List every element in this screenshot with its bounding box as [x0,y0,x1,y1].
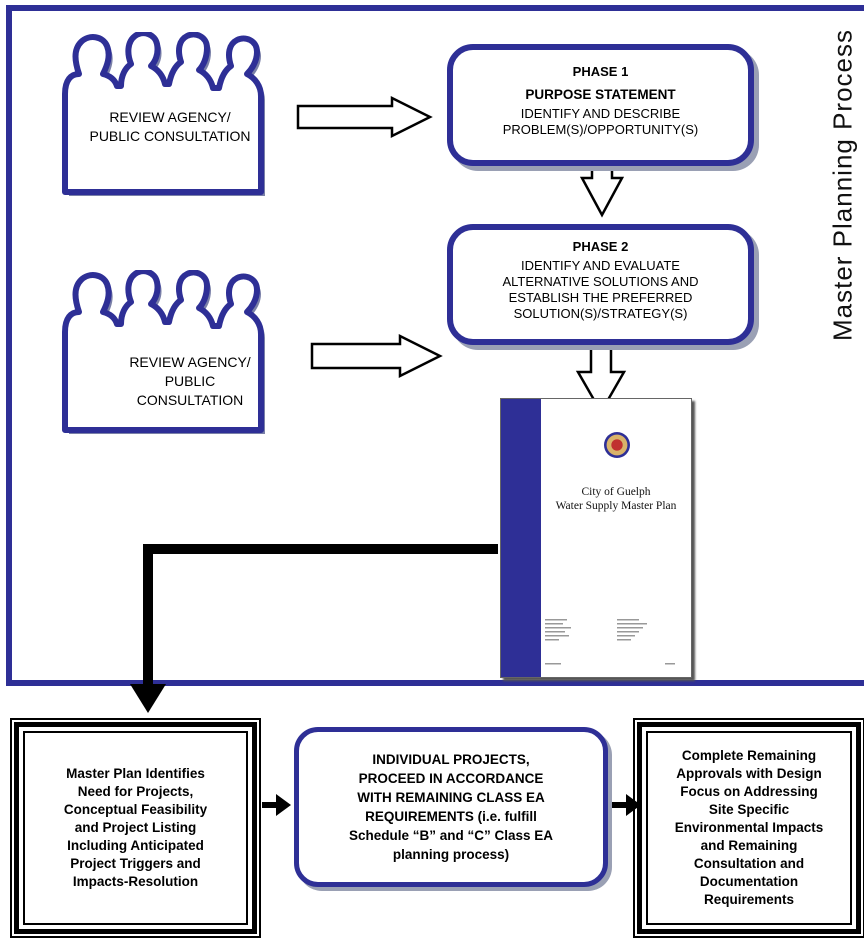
box-left-line-7: Impacts-Resolution [72,874,199,889]
phase-1-line2: PROBLEM(S)/OPPORTUNITY(S) [502,122,699,137]
box-middle-line-4: REQUIREMENTS (i.e. fulfill [365,809,537,824]
phase-2-line2: ALTERNATIVE SOLUTIONS AND [502,274,699,289]
box-middle-line-1: INDIVIDUAL PROJECTS, [372,752,530,767]
arrow-down-2-icon [575,343,627,415]
phase-1-title: PHASE 1 [572,64,629,79]
box-middle-line-6: planning process) [392,847,510,862]
consultation-1-line1: REVIEW AGENCY/ [109,109,231,125]
box-left-line-6: Project Triggers and [70,856,201,871]
box-right-line-5: Environmental Impacts [674,820,824,835]
consultation-2-label: REVIEW AGENCY/ PUBLIC CONSULTATION [100,353,280,410]
individual-projects-text: INDIVIDUAL PROJECTS, PROCEED IN ACCORDANC… [309,732,593,882]
box-left-line-4: and Project Listing [74,820,197,835]
document-title: City of Guelph Water Supply Master Plan [541,485,691,513]
box-right-line-6: and Remaining [700,838,798,853]
crowd-2-icon [62,270,265,434]
arrow-down-1-icon [579,160,625,218]
box-right-line-8: Documentation [699,874,799,889]
consultation-1-line2: PUBLIC CONSULTATION [89,128,251,144]
box-right-line-2: Approvals with Design [676,766,822,781]
box-right-line-9: Requirements [703,892,794,907]
phase-1-subtitle: PURPOSE STATEMENT [525,87,676,102]
consultation-2-line1: REVIEW AGENCY/ [129,354,251,370]
arrow-small-1-icon [262,794,291,816]
phase-2-box: PHASE 2 IDENTIFY AND EVALUATE ALTERNATIV… [447,224,754,345]
phase-1-box: PHASE 1 PURPOSE STATEMENT IDENTIFY AND D… [447,44,754,166]
arrow-right-1-icon [296,95,433,139]
connector-arrowhead-icon [130,684,166,713]
arrow-right-2-icon [310,333,443,379]
box-right-line-7: Consultation and [693,856,805,871]
box-left-line-5: Including Anticipated [67,838,204,853]
master-plan-box-inner [23,731,248,925]
phase-2-title: PHASE 2 [572,239,629,254]
box-left-line-2: Need for Projects, [77,784,194,799]
arrow-small-2-icon [612,794,641,816]
process-frame [6,5,864,686]
master-plan-document: City of Guelph Water Supply Master Plan [500,398,692,678]
document-title-line2: Water Supply Master Plan [555,500,677,512]
phase-2-line1: IDENTIFY AND EVALUATE [521,258,680,273]
box-right-line-1: Complete Remaining [681,748,817,763]
crowd-1-icon [62,32,265,196]
phase-2-line4: SOLUTION(S)/STRATEGY(S) [513,306,688,321]
city-seal-icon [604,432,630,458]
box-left-line-1: Master Plan Identifies [66,766,205,781]
phase-2-line3: ESTABLISH THE PREFERRED [508,290,693,305]
box-middle-line-2: PROCEED IN ACCORDANCE [358,771,544,786]
box-left-line-3: Conceptual Feasibility [63,802,208,817]
consultation-1-label: REVIEW AGENCY/ PUBLIC CONSULTATION [65,108,275,146]
document-title-line1: City of Guelph [581,486,651,498]
individual-projects-box: INDIVIDUAL PROJECTS, PROCEED IN ACCORDANC… [294,727,608,887]
consultation-2-line2: PUBLIC [164,373,216,389]
box-middle-line-5: Schedule “B” and “C” Class EA [348,828,554,843]
complete-approvals-box-inner [646,731,852,925]
document-fine-print [545,619,675,665]
document-stripe [501,399,541,677]
box-right-line-4: Site Specific [708,802,790,817]
consultation-2-line3: CONSULTATION [136,392,244,408]
box-middle-line-3: WITH REMAINING CLASS EA [357,790,545,805]
box-right-line-3: Focus on Addressing [680,784,818,799]
connector-line [143,544,498,690]
phase-1-line1: IDENTIFY AND DESCRIBE [520,106,681,121]
